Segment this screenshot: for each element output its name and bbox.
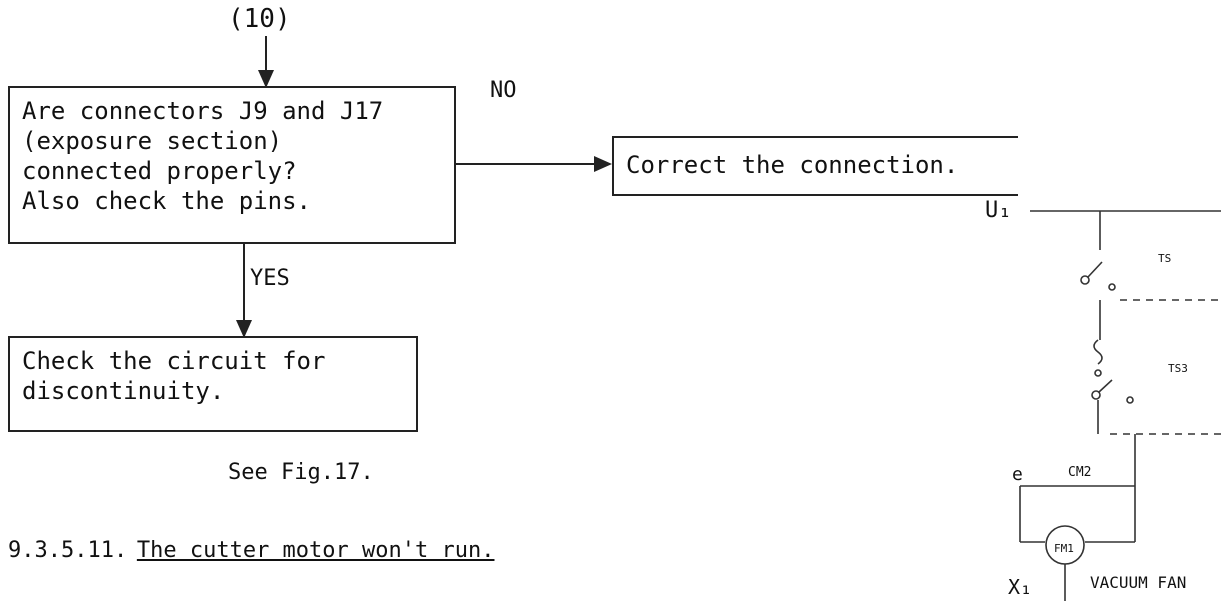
node-top-label: U₁ (985, 198, 1012, 223)
node-bottom-label: X₁ (1008, 575, 1033, 599)
motor-label: FM1 (1054, 542, 1074, 555)
no-action-box: Correct the connection. (612, 136, 1018, 196)
question-box: Are connectors J9 and J17 (exposure sect… (8, 86, 456, 244)
contact-label: CM2 (1068, 465, 1092, 480)
switch-1-label: TS (1158, 252, 1172, 265)
section-heading: 9.3.5.11. The cutter motor won't run. (8, 538, 494, 563)
section-number: 9.3.5.11. (8, 538, 128, 563)
circuit-schematic (1019, 210, 1221, 601)
entry-reference: (10) (228, 4, 291, 34)
no-branch-label: NO (490, 78, 517, 103)
figure-reference: See Fig.17. (228, 460, 374, 485)
yes-action-box: Check the circuit for discontinuity. (8, 336, 418, 432)
terminal-e-label: e (1012, 464, 1023, 485)
switch-2-label: TS3 (1168, 362, 1188, 375)
yes-branch-label: YES (250, 266, 290, 291)
section-title: The cutter motor won't run. (136, 538, 495, 563)
fan-label: VACUUM FAN (1090, 573, 1187, 592)
